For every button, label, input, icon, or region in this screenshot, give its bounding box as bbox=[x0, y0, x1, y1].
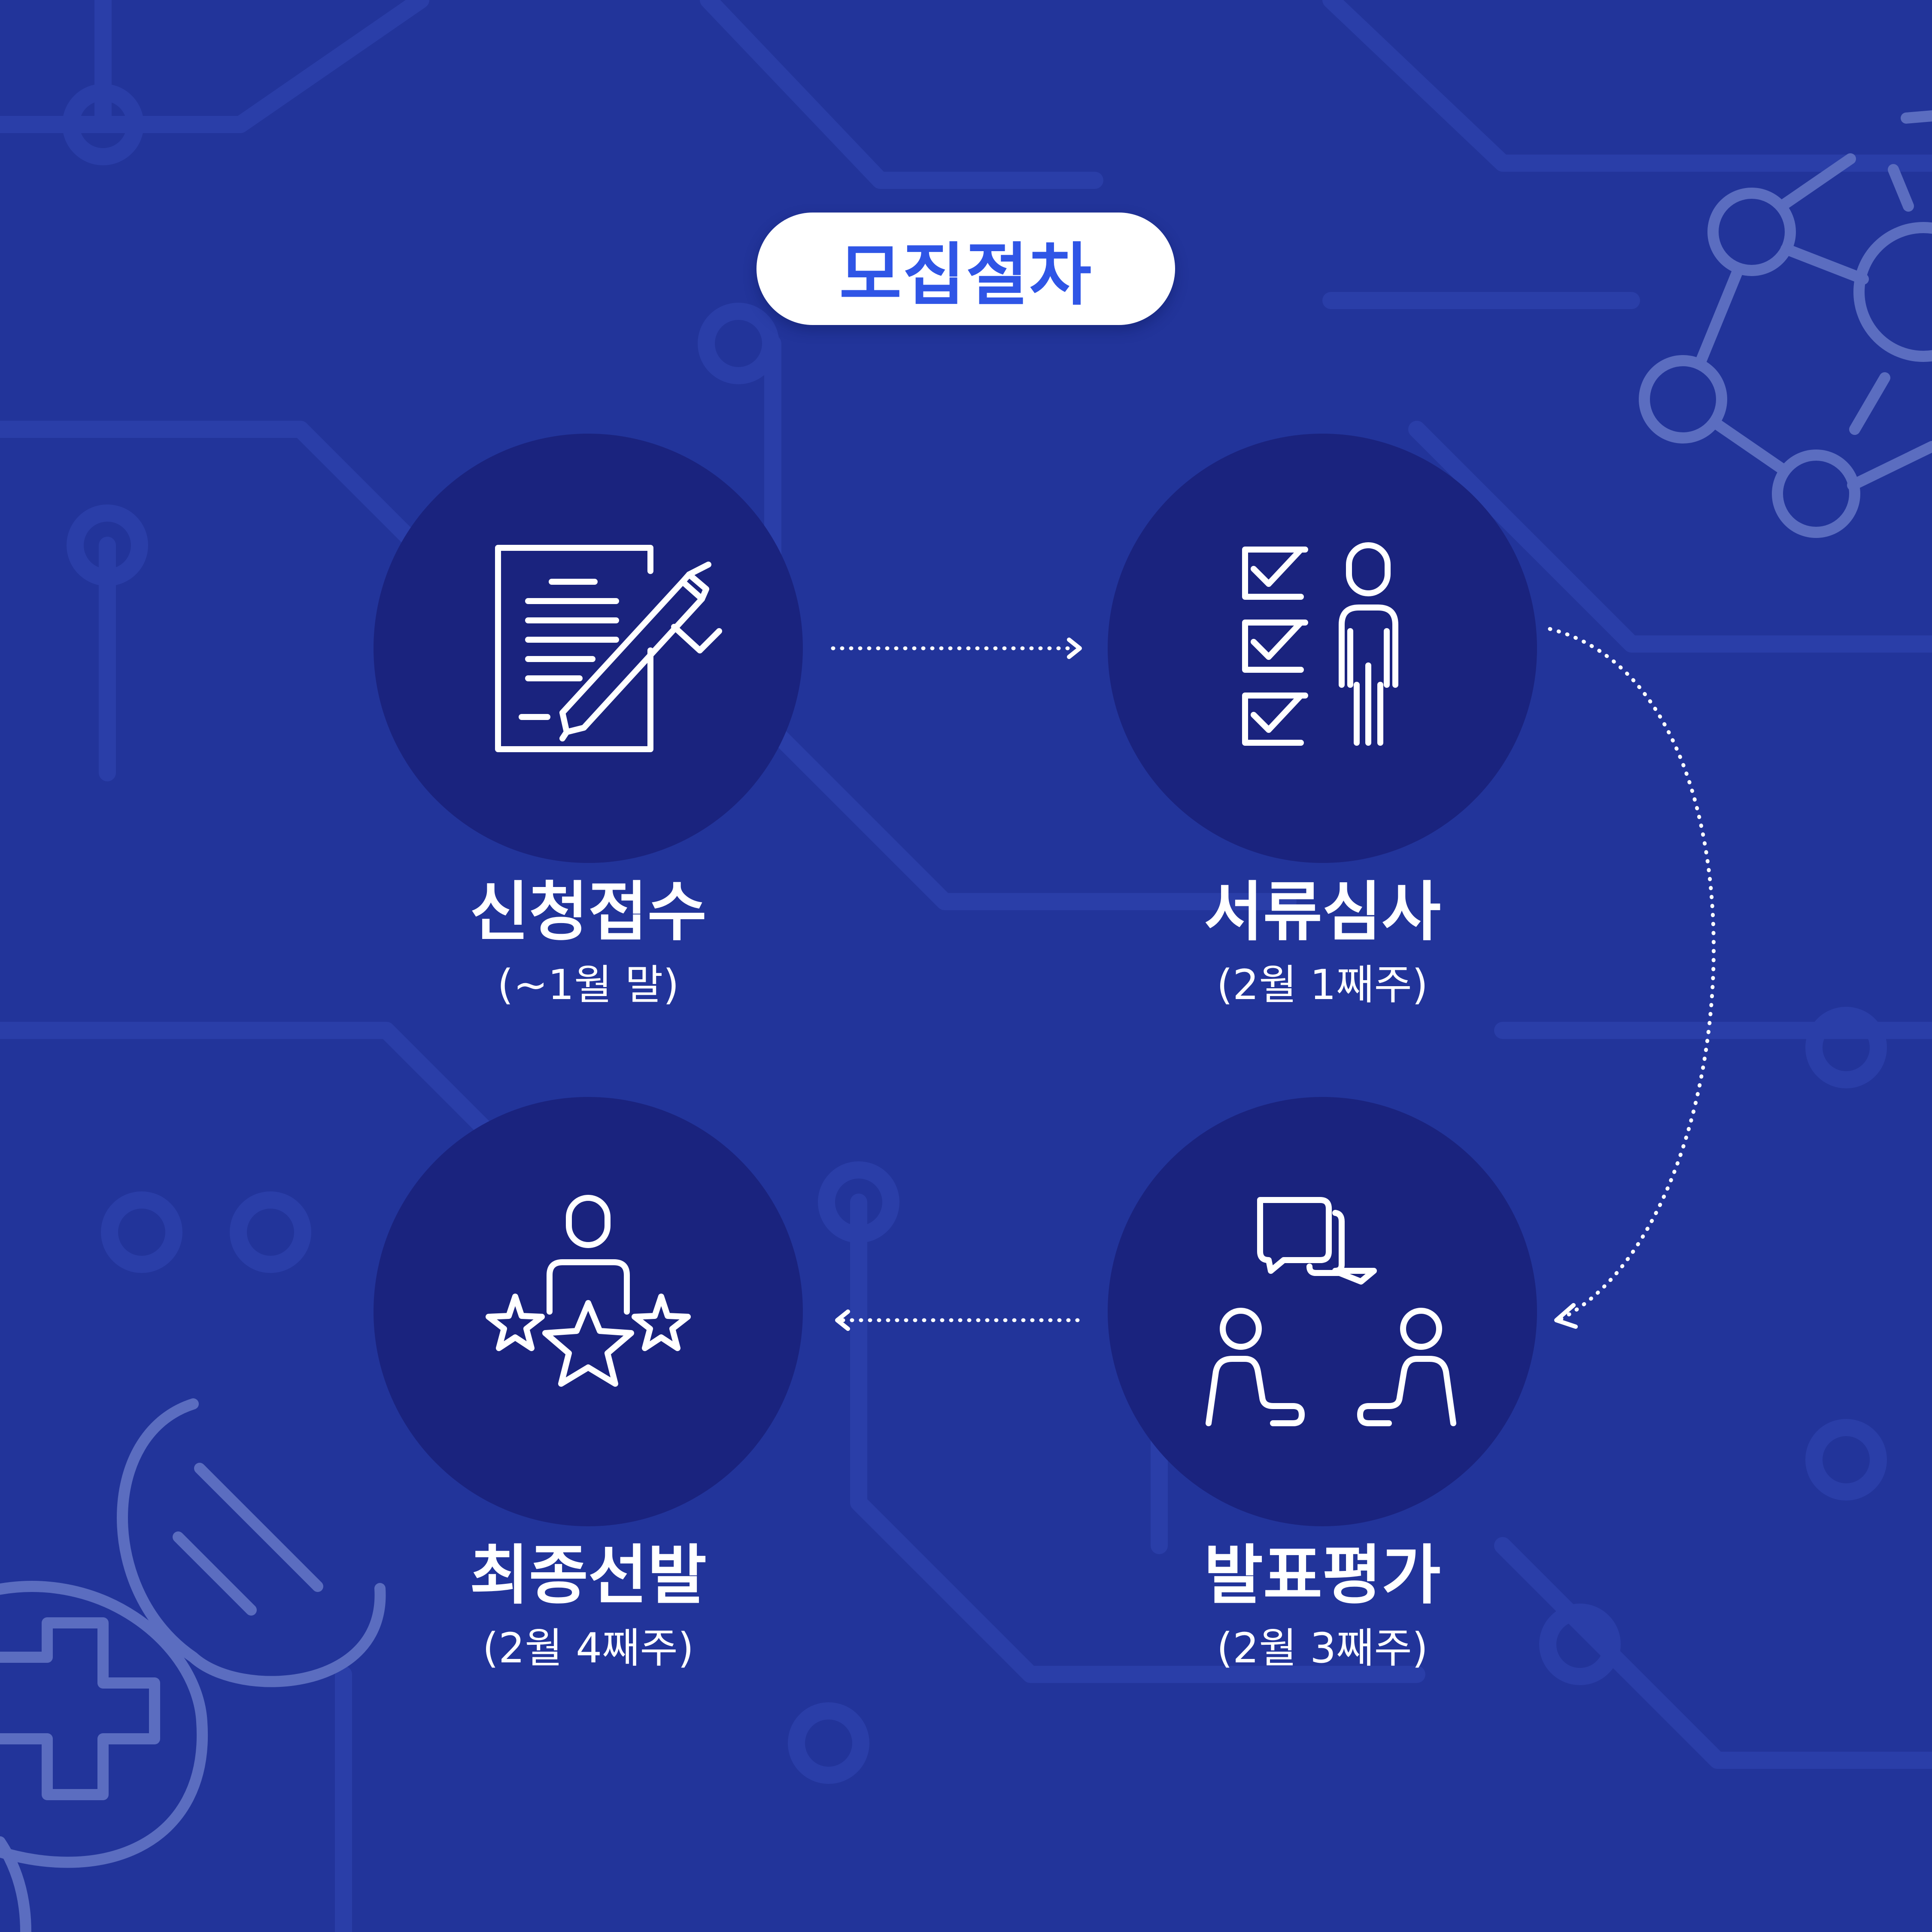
step-name: 신청접수 bbox=[469, 875, 707, 950]
step-circle bbox=[1108, 1097, 1537, 1526]
title-badge: 모집절차 bbox=[756, 213, 1175, 325]
step-application: 신청접수 (~1월 말) bbox=[374, 434, 803, 1035]
step-name: 발표평가 bbox=[1203, 1538, 1441, 1613]
step-period: (2월 3째주) bbox=[1216, 1624, 1428, 1672]
page-title: 모집절차 bbox=[839, 235, 1093, 315]
discussion-icon bbox=[1206, 1197, 1456, 1426]
document-pen-icon bbox=[495, 545, 722, 752]
step-presentation: 발표평가 (2월 3째주) bbox=[1108, 1097, 1537, 1698]
arrowhead-curve bbox=[1554, 1303, 1578, 1329]
step-period: (2월 4째주) bbox=[482, 1624, 694, 1672]
step-document-review: 서류심사 (2월 1째주) bbox=[1108, 434, 1537, 1035]
arrow-step2-to-step3 bbox=[1548, 627, 1716, 1322]
step-period: (~1월 말) bbox=[497, 961, 679, 1009]
step-circle bbox=[374, 434, 803, 863]
step-period: (2월 1째주) bbox=[1216, 961, 1428, 1009]
step-circle bbox=[1108, 434, 1537, 863]
step-circle bbox=[374, 1097, 803, 1526]
arrowhead-right bbox=[1067, 638, 1082, 659]
arrowhead-left bbox=[835, 1309, 850, 1331]
person-stars-icon bbox=[486, 1195, 691, 1387]
step-name: 최종선발 bbox=[469, 1538, 707, 1613]
step-name: 서류심사 bbox=[1203, 875, 1441, 950]
step-final-selection: 최종선발 (2월 4째주) bbox=[374, 1097, 803, 1698]
checklist-person-icon bbox=[1242, 542, 1398, 746]
